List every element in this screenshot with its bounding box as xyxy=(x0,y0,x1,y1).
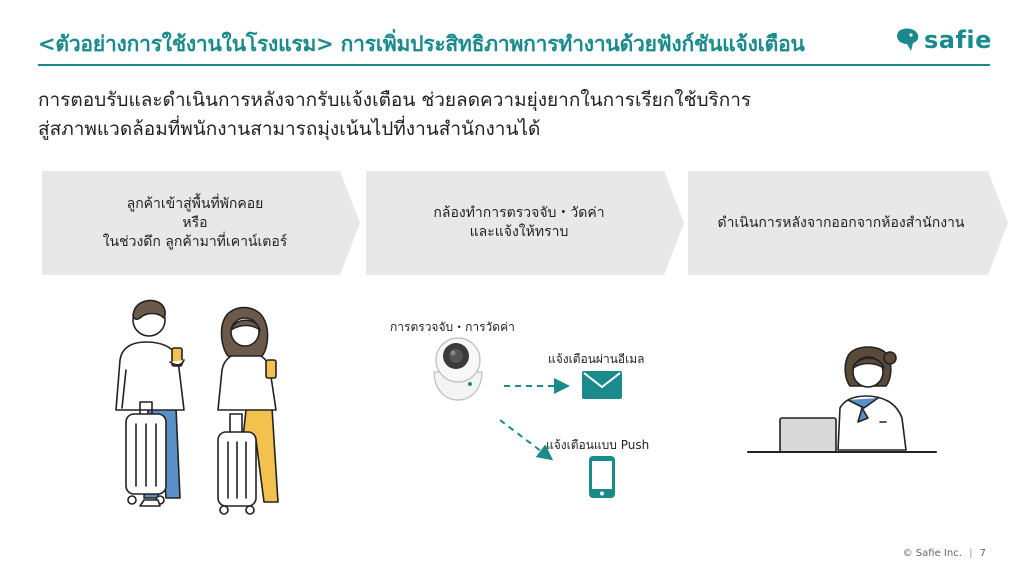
camera-label: การตรวจจับ・การวัดค่า xyxy=(390,320,515,334)
step-1-arrow: ลูกค้าเข้าสู่พื้นที่พักคอย หรือ ในช่วงดึ… xyxy=(42,171,360,275)
step-1-text: ลูกค้าเข้าสู่พื้นที่พักคอย หรือ ในช่วงดึ… xyxy=(103,195,300,252)
email-notification-label: แจ้งเตือนผ่านอีเมล xyxy=(548,352,645,366)
safie-logo: safie xyxy=(896,26,992,54)
step-2-line-1: กล้องทำการตรวจจับ・วัดค่า xyxy=(433,205,605,221)
page-number: 7 xyxy=(979,548,986,559)
push-notification-label: แจ้งเตือนแบบ Push xyxy=(546,438,650,452)
step-3-text: ดำเนินการหลังจากออกจากห้องสำนักงาน xyxy=(718,214,979,233)
step-1-line-1: ลูกค้าเข้าสู่พื้นที่พักคอย xyxy=(126,195,264,212)
step-2-arrow: กล้องทำการตรวจจับ・วัดค่า และแจ้งให้ทราบ xyxy=(366,171,684,275)
copyright-text: © Safie Inc. xyxy=(902,548,962,559)
camera-icon xyxy=(433,337,483,401)
logo-text: safie xyxy=(924,26,992,54)
page-title: <ตัวอย่างการใช้งานในโรงแรม> การเพิ่มประส… xyxy=(38,32,805,56)
travelers-illustration xyxy=(115,299,279,515)
subtitle: การตอบรับและดำเนินการหลังจากรับแจ้งเตือน… xyxy=(38,86,751,144)
step-2-line-2: และแจ้งให้ทราบ xyxy=(469,224,569,240)
traveler-woman xyxy=(217,306,279,515)
step-1-line-2: หรือ xyxy=(182,214,208,231)
subtitle-line-1: การตอบรับและดำเนินการหลังจากรับแจ้งเตือน… xyxy=(38,89,752,111)
footer: © Safie Inc. | 7 xyxy=(903,548,986,559)
footer-separator: | xyxy=(969,548,973,559)
step-2-text: กล้องทำการตรวจจับ・วัดค่า และแจ้งให้ทราบ xyxy=(433,204,616,242)
step-3-arrow: ดำเนินการหลังจากออกจากห้องสำนักงาน xyxy=(688,171,1008,275)
title-divider xyxy=(38,64,990,66)
step-1-line-3: ในช่วงดึก ลูกค้ามาที่เคาน์เตอร์ xyxy=(102,233,288,250)
subtitle-line-2: สู่สภาพแวดล้อมที่พนักงานสามารถมุ่งเน้นไป… xyxy=(38,118,541,140)
step-3-line-1: ดำเนินการหลังจากออกจากห้องสำนักงาน xyxy=(717,214,965,231)
smartphone-icon xyxy=(589,456,615,498)
safie-logo-icon xyxy=(897,28,919,51)
traveler-man xyxy=(115,299,185,507)
mail-icon xyxy=(582,371,622,399)
staff-at-desk-illustration xyxy=(747,346,937,453)
